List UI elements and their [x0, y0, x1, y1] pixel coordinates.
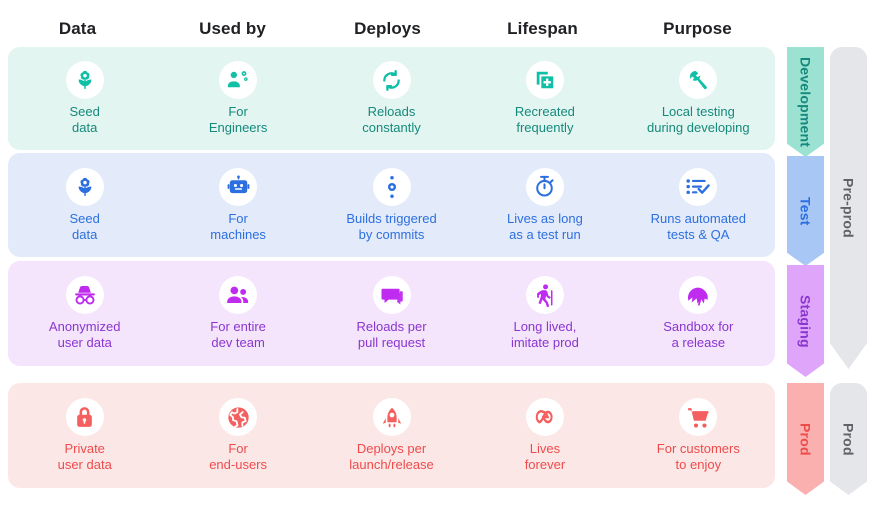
infinity-icon — [525, 398, 564, 436]
cell-test-deploys: Builds triggered by commits — [315, 167, 468, 243]
shopping-cart-icon — [679, 398, 718, 436]
cell-staging-purpose: Sandbox for a release — [622, 276, 775, 351]
cell-label: For customers to enjoy — [656, 441, 740, 472]
commit-node-icon — [372, 167, 411, 206]
robot-icon — [219, 167, 258, 206]
cell-label: Sandbox for a release — [663, 319, 734, 350]
beach-umbrella-icon — [679, 276, 718, 314]
cell-label: For machines — [210, 210, 266, 242]
cell-development-lifespan: Recreated frequently — [468, 61, 621, 136]
cell-label: Deploys per launch/release — [349, 441, 434, 472]
column-header-used-by: Used by — [199, 19, 266, 38]
cell-staging-used-by: For entire dev team — [161, 276, 314, 351]
flower-seedling-icon — [65, 61, 104, 99]
cell-label: Lives as long as a test run — [506, 210, 583, 242]
column-header-purpose: Purpose — [663, 19, 732, 38]
cell-label: Private user data — [57, 441, 112, 472]
column-header-data: Data — [58, 19, 97, 38]
stage-bar-staging[interactable]: Staging — [787, 265, 824, 377]
cell-label: Seed data — [69, 104, 100, 135]
globe-public-icon — [219, 398, 258, 436]
lock-icon — [65, 398, 104, 436]
cell-development-purpose: Local testing during developing — [622, 61, 775, 136]
group-bar-label: Prod — [840, 422, 857, 456]
people-group-icon — [219, 276, 258, 314]
cell-staging-lifespan: Long lived, imitate prod — [468, 276, 621, 351]
cell-development-used-by: For Engineers — [161, 61, 314, 136]
cell-label: For entire dev team — [210, 319, 266, 350]
duplicate-add-icon — [525, 61, 564, 99]
cell-label: Seed data — [69, 210, 100, 242]
cell-label: Reloads per pull request — [356, 319, 427, 350]
cell-test-lifespan: Lives as long as a test run — [468, 167, 621, 243]
stage-bar-label: Prod — [797, 422, 814, 456]
checklist-icon — [679, 167, 718, 206]
cell-label: For Engineers — [208, 104, 268, 135]
cell-label: Reloads constantly — [362, 104, 421, 135]
cell-development-data: Seed data — [8, 61, 161, 136]
stage-bar-label: Development — [797, 56, 814, 148]
chat-bubbles-icon — [372, 276, 411, 314]
cell-label: Local testing during developing — [647, 104, 750, 135]
row-test: Seed data For machines — [8, 153, 775, 257]
stage-bar-label: Test — [797, 196, 814, 226]
group-bar-label: Pre-prod — [840, 178, 857, 238]
stage-bar-prod[interactable]: Prod — [787, 383, 824, 495]
cell-prod-deploys: Deploys per launch/release — [315, 398, 468, 473]
cell-staging-data: Anonymized user data — [8, 276, 161, 351]
cell-test-purpose: Runs automated tests & QA — [622, 167, 775, 243]
cell-development-deploys: Reloads constantly — [315, 61, 468, 136]
cell-test-data: Seed data — [8, 167, 161, 243]
cell-prod-purpose: For customers to enjoy — [622, 398, 775, 473]
cell-label: Lives forever — [524, 441, 566, 472]
cell-label: Recreated frequently — [514, 104, 575, 135]
row-development: Seed data For Engineers — [8, 47, 775, 150]
group-bar-pre-prod[interactable]: Pre-prod — [830, 47, 867, 369]
cell-prod-lifespan: Lives forever — [468, 398, 621, 473]
row-staging: Anonymized user data For entire dev team — [8, 261, 775, 366]
wrench-icon — [679, 61, 718, 99]
column-header-lifespan: Lifespan — [507, 19, 578, 38]
cell-prod-data: Private user data — [8, 398, 161, 473]
column-headers: Data Used by Deploys Lifespan Purpose — [0, 14, 775, 44]
cell-label: Long lived, imitate prod — [510, 319, 579, 350]
cell-label: Builds triggered by commits — [346, 210, 437, 242]
stage-bar-test[interactable]: Test — [787, 156, 824, 266]
cell-label: For end-users — [209, 441, 268, 472]
refresh-sync-icon — [372, 61, 411, 99]
cell-test-used-by: For machines — [161, 167, 314, 243]
stage-bar-label: Staging — [797, 294, 814, 348]
stage-bar-development[interactable]: Development — [787, 47, 824, 157]
elderly-walking-icon — [525, 276, 564, 314]
group-bar-prod[interactable]: Prod — [830, 383, 867, 495]
cell-prod-used-by: For end-users — [161, 398, 314, 473]
cell-label: Runs automated tests & QA — [650, 210, 747, 242]
column-header-deploys: Deploys — [354, 19, 421, 38]
incognito-icon — [65, 276, 104, 314]
stopwatch-icon — [525, 167, 564, 206]
flower-seedling-icon — [65, 167, 104, 206]
engineer-gears-icon — [219, 61, 258, 99]
cell-staging-deploys: Reloads per pull request — [315, 276, 468, 351]
cell-label: Anonymized user data — [48, 319, 121, 350]
row-prod: Private user data For end-users — [8, 383, 775, 488]
rocket-launch-icon — [372, 398, 411, 436]
